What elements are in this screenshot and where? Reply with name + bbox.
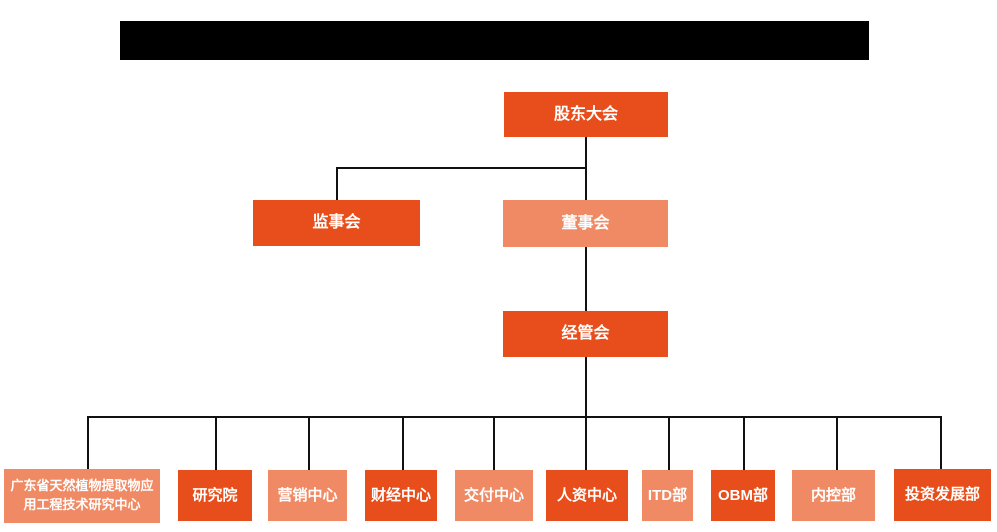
org-node-label: 投资发展部 [904, 486, 980, 504]
org-node-label: 股东大会 [553, 105, 618, 123]
org-node-supervisory-board: 监事会 [253, 200, 420, 246]
org-node-investment-dev-dept: 投资发展部 [894, 469, 991, 521]
org-node-label: OBM部 [718, 486, 768, 504]
org-node-label: 监事会 [312, 214, 361, 232]
connector-line [87, 416, 942, 418]
connector-line [215, 416, 217, 470]
org-node-label: 人资中心 [556, 486, 617, 504]
connector-line [668, 416, 670, 470]
org-node-label: 研究院 [192, 486, 238, 504]
org-node-management-committee: 经管会 [503, 311, 668, 357]
org-node-research-center: 广东省天然植物提取物应用工程技术研究中心 [4, 469, 160, 523]
connector-line [836, 416, 838, 470]
org-node-label: 董事会 [561, 214, 610, 232]
org-node-label: 内控部 [810, 486, 856, 504]
org-node-label: 广东省天然植物提取物应用工程技术研究中心 [10, 478, 154, 512]
org-node-research-academy: 研究院 [178, 470, 252, 521]
connector-line [585, 247, 587, 311]
connector-line [585, 357, 587, 470]
org-node-hr-center: 人资中心 [546, 470, 628, 521]
connector-line [493, 416, 495, 470]
connector-line [743, 416, 745, 470]
org-node-marketing-center: 营销中心 [268, 470, 347, 521]
connector-line [336, 167, 587, 169]
org-node-finance-center: 财经中心 [365, 470, 437, 521]
org-node-label: 交付中心 [463, 486, 524, 504]
org-node-delivery-center: 交付中心 [455, 470, 533, 521]
org-node-obm-department: OBM部 [711, 470, 775, 521]
org-node-board-of-directors: 董事会 [503, 200, 668, 247]
org-node-shareholders-meeting: 股东大会 [504, 92, 668, 137]
org-node-internal-control-dept: 内控部 [792, 470, 875, 521]
connector-line [336, 167, 338, 200]
connector-line [402, 416, 404, 470]
org-node-label: ITD部 [647, 486, 688, 504]
org-node-label: 营销中心 [277, 486, 338, 504]
org-node-itd-department: ITD部 [642, 470, 693, 521]
connector-line [308, 416, 310, 470]
org-node-label: 财经中心 [370, 486, 431, 504]
org-node-label: 经管会 [561, 325, 610, 343]
title-redaction-bar [120, 21, 869, 60]
connector-line [940, 416, 942, 469]
connector-line [87, 416, 89, 470]
